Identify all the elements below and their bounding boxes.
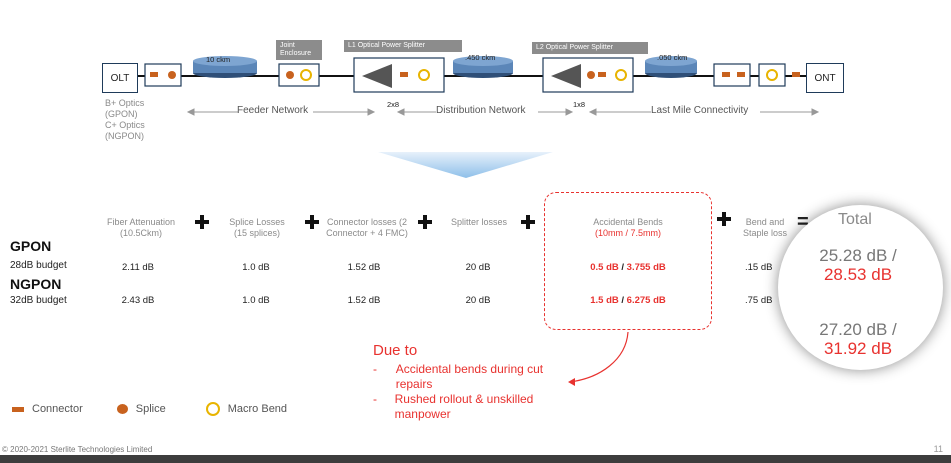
funnel xyxy=(378,152,553,178)
spool-distribution xyxy=(453,56,513,78)
label-feeder-network: Feeder Network xyxy=(237,105,309,116)
legend-connector: Connector xyxy=(32,403,83,415)
plus-icon xyxy=(521,215,535,229)
ngpon-bends: 1.5 dB / 6.275 dB xyxy=(568,295,688,306)
l2-splitter-box xyxy=(542,57,634,93)
note-title: Due to xyxy=(373,342,418,359)
legend-splice: Splice xyxy=(135,403,166,415)
optics-info: B+ Optics (GPON) C+ Optics (NGPON) xyxy=(105,98,145,142)
note-list: -Accidental bends during cut repairs -Ru… xyxy=(373,362,573,422)
spool-last-mile xyxy=(645,56,697,78)
header-accidental-bends: Accidental Bends (10mm / 7.5mm) xyxy=(578,217,678,239)
spool-feeder xyxy=(193,56,257,78)
length-feeder: 10 ckm xyxy=(206,55,231,64)
last-mile-connector-box xyxy=(713,63,751,87)
row-name-ngpon: NGPON xyxy=(10,276,62,292)
feeder-arrow xyxy=(186,108,376,116)
ngpon-total-b: 31.92 dB xyxy=(823,339,893,358)
gpon-total-b: 28.53 dB xyxy=(823,265,893,284)
note-arrow xyxy=(568,331,629,386)
plus-icon xyxy=(305,215,319,229)
ont-box: ONT xyxy=(806,63,844,93)
page-number: 11 xyxy=(933,444,943,454)
total-header: Total xyxy=(838,211,872,228)
last-mile-arrow xyxy=(588,108,820,116)
ngpon-staple: .75 dB xyxy=(745,295,773,306)
gpon-total-a: 25.28 dB / xyxy=(819,246,897,265)
ont-label: ONT xyxy=(814,72,836,84)
olt-label: OLT xyxy=(110,72,130,84)
ngpon-total-a: 27.20 dB / xyxy=(819,320,897,339)
ngpon-splice: 1.0 dB xyxy=(242,295,270,306)
equals-icon: = xyxy=(797,211,809,233)
copyright: © 2020-2021 Sterlite Technologies Limite… xyxy=(2,445,153,454)
gpon-splitter: 20 dB xyxy=(465,262,491,273)
l1-splitter-box xyxy=(353,57,445,93)
legend-macro-bend: Macro Bend xyxy=(227,403,288,415)
macro-bend-icon xyxy=(205,402,220,416)
ngpon-bends-a: 1.5 dB xyxy=(590,295,619,306)
gpon-staple: .15 dB xyxy=(745,262,773,273)
note-item-text: Rushed rollout & unskilled manpower xyxy=(394,392,534,421)
ratio-l2: 1x8 xyxy=(573,100,586,109)
label-distribution-network: Distribution Network xyxy=(436,105,526,116)
plus-icon xyxy=(717,212,731,226)
plus-icon xyxy=(418,215,432,229)
note-item: -Rushed rollout & unskilled manpower xyxy=(373,392,573,422)
total-circle xyxy=(778,205,943,370)
header-bend-staple: Bend and Staple loss xyxy=(742,217,788,238)
length-last-mile: .050 ckm xyxy=(657,53,688,62)
tag-l1-splitter: L1 Optical Power Splitter xyxy=(344,40,462,52)
tag-joint-enclosure: Joint Enclosure xyxy=(276,40,322,60)
ngpon-splitter: 20 dB xyxy=(465,295,491,306)
ngpon-fiber: 2.43 dB xyxy=(121,295,155,306)
label-last-mile: Last Mile Connectivity xyxy=(651,105,749,116)
header-fiber-attenuation: Fiber Attenuation (10.5Ckm) xyxy=(106,217,176,238)
gpon-splice: 1.0 dB xyxy=(242,262,270,273)
note-item: -Accidental bends during cut repairs xyxy=(373,362,573,392)
bends-subtitle: (10mm / 7.5mm) xyxy=(594,228,661,238)
ngpon-connector: 1.52 dB xyxy=(347,295,381,306)
legend: Connector Splice Macro Bend xyxy=(12,402,287,416)
row-name-gpon: GPON xyxy=(10,238,52,254)
row-budget-gpon: 28dB budget xyxy=(10,260,67,271)
plus-icon xyxy=(195,215,209,229)
distribution-arrow xyxy=(396,108,574,116)
splice-icon xyxy=(116,404,128,414)
gpon-bends-a: 0.5 dB xyxy=(590,262,619,273)
header-splitter-losses: Splitter losses xyxy=(450,217,508,227)
connector-icon xyxy=(12,406,24,412)
bends-title: Accidental Bends xyxy=(593,217,663,227)
gpon-fiber: 2.11 dB xyxy=(121,262,155,273)
olt-box: OLT xyxy=(102,63,138,93)
ngpon-bends-sep: / xyxy=(618,295,627,306)
network-diagram xyxy=(136,56,820,116)
olt-connector-box xyxy=(144,63,182,87)
gpon-bends: 0.5 dB / 3.755 dB xyxy=(568,262,688,273)
header-connector-losses: Connector losses (2 Connector + 4 FMC) xyxy=(326,217,408,238)
row-budget-ngpon: 32dB budget xyxy=(10,295,67,306)
optics-line: (GPON) xyxy=(105,109,138,119)
optics-line: (NGPON) xyxy=(105,131,144,141)
length-distribution: .450 ckm xyxy=(465,53,496,62)
optics-line: B+ Optics xyxy=(105,98,145,108)
gpon-total: 25.28 dB / 28.53 dB xyxy=(798,246,918,284)
ngpon-total: 27.20 dB / 31.92 dB xyxy=(798,320,918,358)
ngpon-bends-b: 6.275 dB xyxy=(626,295,666,306)
header-splice-losses: Splice Losses (15 splices) xyxy=(229,217,285,238)
joint-enclosure-box xyxy=(278,63,320,87)
ratio-l1: 2x8 xyxy=(387,100,400,109)
tag-l2-splitter: L2 Optical Power Splitter xyxy=(532,42,648,54)
gpon-bends-b: 3.755 dB xyxy=(626,262,666,273)
macro-bend-box xyxy=(758,63,786,87)
gpon-connector: 1.52 dB xyxy=(347,262,381,273)
accidental-bends-highlight xyxy=(544,192,712,330)
note-item-text: Accidental bends during cut repairs xyxy=(395,362,544,391)
bottom-bar xyxy=(0,455,951,463)
optics-line: C+ Optics xyxy=(105,120,145,130)
gpon-bends-sep: / xyxy=(618,262,627,273)
